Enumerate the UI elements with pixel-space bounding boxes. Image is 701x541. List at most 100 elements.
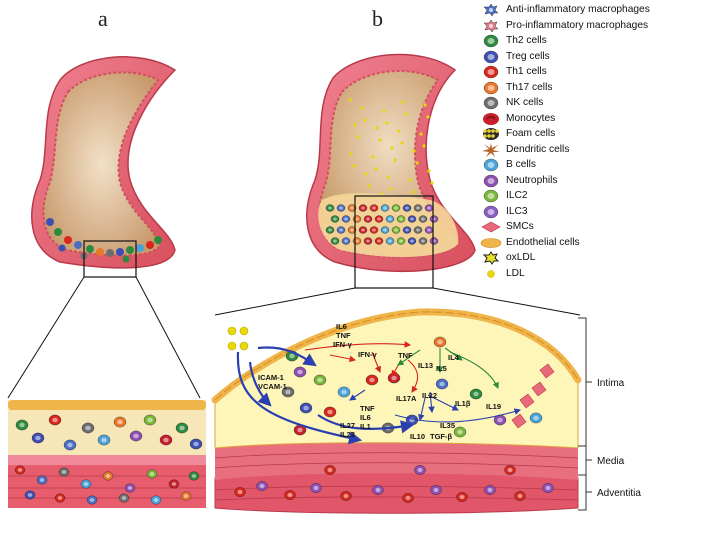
vessel-b-cell-nucleus: [383, 228, 387, 232]
ldl-particle: [422, 144, 426, 148]
ldl-particle: [386, 175, 390, 179]
zoom-a-cell-nucleus: [52, 417, 58, 423]
ldl-particle: [419, 132, 423, 136]
wall-cell-nucleus: [433, 487, 439, 493]
ilc2-icon: [483, 190, 499, 203]
legend-item-label: Anti-inflammatory macrophages: [506, 4, 650, 16]
zoom-a-cell-nucleus: [35, 435, 41, 441]
endothelial-cell-icon: [480, 237, 502, 248]
label-il35: IL35: [440, 421, 455, 430]
b-cell-icon: [483, 159, 499, 172]
zoom-panel-b: ICAM-1 VCAM-1 IL6 TNF IFN-γ IFN-γ TNF IL…: [211, 308, 582, 514]
ldl-particle: [412, 149, 416, 153]
zoom-box-b: [354, 195, 434, 289]
vessel-b-cell-nucleus: [421, 217, 425, 221]
ldl-particle: [363, 118, 367, 122]
legend-item-label: Th2 cells: [506, 35, 547, 47]
legend-item: NK cells: [480, 95, 701, 111]
plaque-cell-nucleus: [327, 409, 333, 415]
ldl-particle: [349, 152, 353, 156]
vessel-b-cell-nucleus: [333, 217, 337, 221]
oxldl-icon: [482, 251, 500, 266]
vessel-b: [214, 53, 581, 316]
plaque-cell-nucleus: [497, 417, 503, 423]
pro-inflammatory-macrophage-icon: [483, 19, 499, 33]
wall-cell-nucleus: [313, 485, 319, 491]
wall-cell-nucleus: [545, 485, 551, 491]
label-il4: IL4: [448, 353, 460, 362]
wall-cell-nucleus: [405, 495, 411, 501]
zoom-a-cell-nucleus: [61, 470, 67, 474]
zoom-panel-a: [8, 400, 206, 508]
vessel-b-cell-nucleus: [372, 206, 376, 210]
anti-inflammatory-macrophage-icon: [483, 3, 499, 17]
vessel-b-cell-nucleus: [361, 206, 365, 210]
legend-item-label: ILC3: [506, 205, 528, 217]
zoom-a-cell-nucleus: [27, 493, 33, 497]
wall-cell-nucleus: [417, 467, 423, 473]
legend-item: Th2 cells: [480, 33, 701, 49]
plaque-cell-nucleus: [473, 391, 479, 397]
plaque-cell-nucleus: [341, 389, 347, 395]
vessel-b-cell-nucleus: [410, 239, 414, 243]
label-ifng-mid: IFN-γ: [358, 350, 378, 359]
layer-label-intima: Intima: [597, 378, 625, 389]
legend-item-label: Th1 cells: [506, 66, 547, 78]
zoom-a-cell-nucleus: [133, 433, 139, 439]
wall-cell-nucleus: [487, 487, 493, 493]
vessel-b-cell-nucleus: [405, 206, 409, 210]
vessel-b-cell-nucleus: [333, 239, 337, 243]
zoom-a-cell-nucleus: [67, 442, 73, 448]
vessel-b-cell-nucleus: [372, 228, 376, 232]
wall-cell-nucleus: [287, 492, 293, 498]
vessel-b-cell-nucleus: [427, 228, 431, 232]
legend-item: Endothelial cells: [480, 235, 701, 251]
ldl-particle: [411, 190, 415, 194]
vessel-b-cell-nucleus: [399, 239, 403, 243]
label-tnf-mid: TNF: [398, 351, 413, 360]
ldl-particle: [348, 98, 352, 102]
legend-item-label: oxLDL: [506, 252, 536, 264]
legend-item-label: Treg cells: [506, 50, 550, 62]
vessel-b-cell-nucleus: [350, 206, 354, 210]
th1-cell-icon: [483, 66, 499, 79]
ldl-particle: [427, 169, 431, 173]
plaque-cell-nucleus: [439, 381, 445, 387]
zoom-a-cell-nucleus: [39, 478, 45, 482]
zoom-a-cell-nucleus: [163, 437, 169, 443]
plaque-cell-nucleus: [285, 389, 291, 395]
layer-label-media: Media: [597, 456, 625, 467]
smc-icon: [481, 221, 501, 233]
vessel-b-cell-nucleus: [339, 228, 343, 232]
ldl-particle: [389, 187, 393, 191]
ldl-particle: [423, 103, 427, 107]
zoom-a-cell-nucleus: [83, 482, 89, 486]
ldl-particle: [404, 112, 408, 116]
ldl-particle: [397, 129, 401, 133]
ldl-particle: [353, 123, 357, 127]
wall-cell-nucleus: [459, 494, 465, 500]
legend-item: oxLDL: [480, 250, 701, 266]
ldl-particle: [390, 146, 394, 150]
legend-item-label: Th17 cells: [506, 81, 553, 93]
wall-cell-nucleus: [259, 483, 265, 489]
legend-item-label: Dendritic cells: [506, 143, 570, 155]
label-il6-top: IL6: [336, 322, 347, 331]
zoom-a-cell-nucleus: [85, 425, 91, 431]
vessel-b-cell-nucleus: [344, 217, 348, 221]
legend-item: SMCs: [480, 219, 701, 235]
ldl-particle: [430, 181, 434, 185]
legend-item-label: NK cells: [506, 97, 544, 109]
vessel-b-cell-nucleus: [344, 239, 348, 243]
vessel-b-cell-nucleus: [394, 206, 398, 210]
legend-item: Monocytes: [480, 111, 701, 127]
ldl-particle: [360, 106, 364, 110]
ldl-particle: [367, 184, 371, 188]
label-tgf-beta: TGF-β: [430, 432, 452, 441]
vessel-b-cell-nucleus: [416, 206, 420, 210]
legend-item: Pro-inflammatory macrophages: [480, 18, 701, 34]
label-il22: IL22: [422, 391, 437, 400]
legend-item-label: ILC2: [506, 190, 528, 202]
